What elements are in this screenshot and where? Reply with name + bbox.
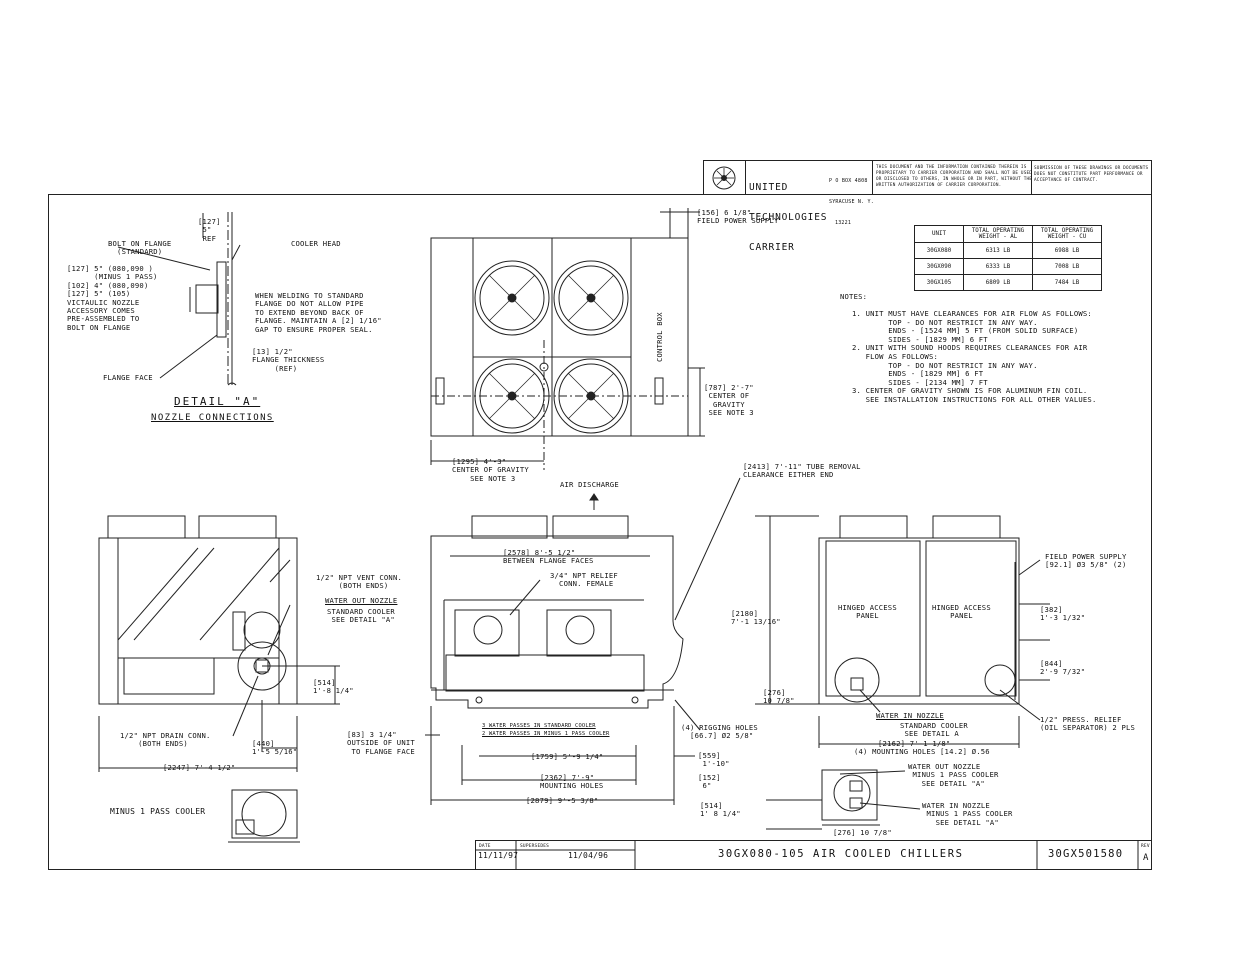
left-dim-2247: [2247] 7'-4 1/2" bbox=[163, 763, 236, 772]
company-line1: UNITED bbox=[749, 182, 789, 193]
proprietary-notice: THIS DOCUMENT AND THE INFORMATION CONTAI… bbox=[876, 165, 1033, 188]
left-vent-conn: 1/2" NPT VENT CONN. (BOTH ENDS) bbox=[316, 573, 403, 591]
company-line3: CARRIER bbox=[749, 242, 795, 253]
table-row: 30GX105 6809 LB 7484 LB bbox=[914, 274, 1102, 291]
left-view-drawing bbox=[98, 515, 340, 772]
bottom-title-bar: DATE 11/11/97 SUPERSEDES 11/04/96 30GX08… bbox=[475, 840, 1152, 870]
left-dim-440: [440] 1'-5 5/16" bbox=[252, 739, 298, 757]
weights-header-unit: UNIT bbox=[914, 225, 964, 243]
weights-cell: 7484 LB bbox=[1032, 274, 1102, 291]
weights-cell: 6988 LB bbox=[1032, 242, 1102, 259]
drawing-date: 11/11/97 bbox=[478, 851, 519, 860]
right-dim-276: [276] 10 7/8" bbox=[763, 688, 795, 706]
notes-title: NOTES: bbox=[840, 292, 868, 301]
weights-cell: 6313 LB bbox=[963, 242, 1033, 259]
detail-a-bolt-flange: BOLT ON FLANGE (STANDARD) bbox=[108, 239, 172, 257]
front-rigging-holes: (4) RIGGING HOLES [66.7] Ø2 5/8" bbox=[681, 723, 758, 741]
right-dim-2162: [2162] 7'-1 1/8" bbox=[878, 739, 951, 748]
supersedes-date: 11/04/96 bbox=[568, 851, 609, 860]
weights-cell: 30GX090 bbox=[914, 258, 964, 275]
bottom-bar-lines bbox=[475, 840, 1139, 870]
right-view-drawing bbox=[755, 515, 1050, 748]
detail-a-flange-face: FLANGE FACE bbox=[103, 373, 153, 382]
right-field-power-supply: FIELD POWER SUPPLY [92.1] Ø3 5/8" (2) bbox=[1045, 552, 1127, 570]
rev-label: REV bbox=[1141, 844, 1150, 849]
weights-cell: 7008 LB bbox=[1032, 258, 1102, 275]
supersedes-label: SUPERSEDES bbox=[520, 844, 550, 849]
top-cog-bottom: [1295] 4'-3" CENTER OF GRAVITY SEE NOTE … bbox=[452, 457, 529, 483]
weights-cell: 6809 LB bbox=[963, 274, 1033, 291]
weights-header-cu: TOTAL OPERATING WEIGHT - CU bbox=[1032, 225, 1102, 243]
detail-a-title: DETAIL "A" bbox=[174, 395, 261, 408]
company-line2: TECHNOLOGIES bbox=[749, 212, 828, 223]
right-press-relief: 1/2" PRESS. RELIEF (OIL SEPARATOR) 2 PLS bbox=[1040, 715, 1136, 733]
title-block: UNITED TECHNOLOGIES CARRIER P O BOX 4808… bbox=[703, 160, 1152, 253]
front-dim-1759: [1759] 5'-9 1/4" bbox=[531, 752, 604, 761]
weights-cell: 6333 LB bbox=[963, 258, 1033, 275]
right-dim-382: [382] 1'-3 1/32" bbox=[1040, 605, 1086, 623]
date-label: DATE bbox=[479, 844, 491, 849]
detail-a-drawing bbox=[117, 212, 241, 386]
right-water-in-nozzle: WATER IN NOZZLE bbox=[876, 711, 944, 720]
minus1-dim-276: [276] 10 7/8" bbox=[833, 828, 892, 837]
address-line1: P O BOX 4808 bbox=[829, 178, 868, 184]
minus1-water-in: WATER IN NOZZLE MINUS 1 PASS COOLER SEE … bbox=[922, 801, 1013, 827]
air-discharge-label: AIR DISCHARGE bbox=[560, 480, 619, 489]
control-box-label: CONTROL BOX bbox=[655, 312, 664, 362]
drawing-title: 30GX080-105 AIR COOLED CHILLERS bbox=[718, 848, 964, 860]
drawing-number: 30GX501580 bbox=[1048, 848, 1124, 860]
left-dim-514: [514] 1'-8 1/4" bbox=[313, 678, 354, 696]
left-standard-cooler: STANDARD COOLER SEE DETAIL "A" bbox=[327, 607, 395, 625]
front-view-drawing bbox=[425, 477, 741, 805]
weights-table: UNIT TOTAL OPERATING WEIGHT - AL TOTAL O… bbox=[914, 225, 1102, 291]
weights-table-header: UNIT TOTAL OPERATING WEIGHT - AL TOTAL O… bbox=[914, 225, 1102, 243]
table-row: 30GX090 6333 LB 7008 LB bbox=[914, 258, 1102, 275]
front-dim-152: [152] 6" bbox=[698, 773, 721, 791]
right-mounting-holes: (4) MOUNTING HOLES [14.2] Ø.56 bbox=[854, 747, 990, 756]
left-drain-conn: 1/2" NPT DRAIN CONN. (BOTH ENDS) bbox=[120, 731, 211, 749]
right-dim-844: [844] 2'-9 7/32" bbox=[1040, 659, 1086, 677]
tube-removal-note: [2413] 7'-11" TUBE REMOVAL CLEARANCE EIT… bbox=[743, 462, 861, 480]
front-dim-559: [559] 1'-10" bbox=[698, 751, 730, 769]
top-view-drawing bbox=[430, 208, 705, 470]
detail-a-subtitle: NOZZLE CONNECTIONS bbox=[151, 413, 274, 423]
detail-a-dim-top: [127] 5" REF bbox=[198, 217, 221, 243]
detail-a-dims-left: [127] 5" (080,090 ) (MINUS 1 PASS) [102]… bbox=[67, 264, 158, 332]
front-flange-faces: [2578] 8'-5 1/2" BETWEEN FLANGE FACES bbox=[503, 548, 594, 566]
minus1-dim-514: [514] 1' 8 1/4" bbox=[700, 801, 741, 819]
right-panel-left: HINGED ACCESS PANEL bbox=[838, 603, 897, 621]
front-dim-2362: [2362] 7'-9" MOUNTING HOLES bbox=[540, 773, 604, 791]
carrier-logo bbox=[704, 161, 746, 194]
right-panel-right: HINGED ACCESS PANEL bbox=[932, 603, 991, 621]
notes-body: 1. UNIT MUST HAVE CLEARANCES FOR AIR FLO… bbox=[852, 309, 1097, 404]
detail-a-flange-thickness: [13] 1/2" FLANGE THICKNESS (REF) bbox=[252, 347, 325, 373]
top-field-power-supply: [156] 6 1/8" FIELD POWER SUPPLY bbox=[697, 208, 779, 226]
revision-letter: A bbox=[1143, 853, 1149, 863]
minus1-pass-cooler-label: MINUS 1 PASS COOLER bbox=[110, 807, 206, 816]
weights-cell: 30GX105 bbox=[914, 274, 964, 291]
top-cog-right: [787] 2'-7" CENTER OF GRAVITY SEE NOTE 3 bbox=[704, 383, 754, 418]
right-standard-cooler: STANDARD COOLER SEE DETAIL A bbox=[900, 721, 968, 739]
detail-a-cooler-head: COOLER HEAD bbox=[291, 239, 341, 248]
table-row: 30GX080 6313 LB 6988 LB bbox=[914, 242, 1102, 259]
front-water-passes: 3 WATER PASSES IN STANDARD COOLER 2 WATE… bbox=[482, 723, 610, 737]
minus1-water-out: WATER OUT NOZZLE MINUS 1 PASS COOLER SEE… bbox=[908, 762, 999, 788]
front-relief-conn: 3/4" NPT RELIEF CONN. FEMALE bbox=[550, 571, 618, 589]
address-line3: 13221 bbox=[835, 220, 852, 226]
left-water-out-nozzle: WATER OUT NOZZLE bbox=[325, 596, 398, 605]
front-dim-2879: [2879] 9'-5 3/8" bbox=[526, 796, 599, 805]
minus1-view-drawing bbox=[228, 769, 921, 843]
address-line2: SYRACUSE N. Y. bbox=[829, 199, 874, 205]
carrier-logo-icon bbox=[712, 166, 736, 190]
front-dim-83: [83] 3 1/4" OUTSIDE OF UNIT TO FLANGE FA… bbox=[347, 730, 415, 756]
weights-header-al: TOTAL OPERATING WEIGHT - AL bbox=[963, 225, 1033, 243]
drawing-frame bbox=[48, 194, 1152, 870]
submission-notice: SUBMISSION OF THESE DRAWINGS OR DOCUMENT… bbox=[1034, 166, 1149, 183]
weights-cell: 30GX080 bbox=[914, 242, 964, 259]
right-dim-2180: [2180] 7'-1 13/16" bbox=[731, 609, 781, 627]
detail-a-welding-note: WHEN WELDING TO STANDARD FLANGE DO NOT A… bbox=[255, 291, 382, 334]
